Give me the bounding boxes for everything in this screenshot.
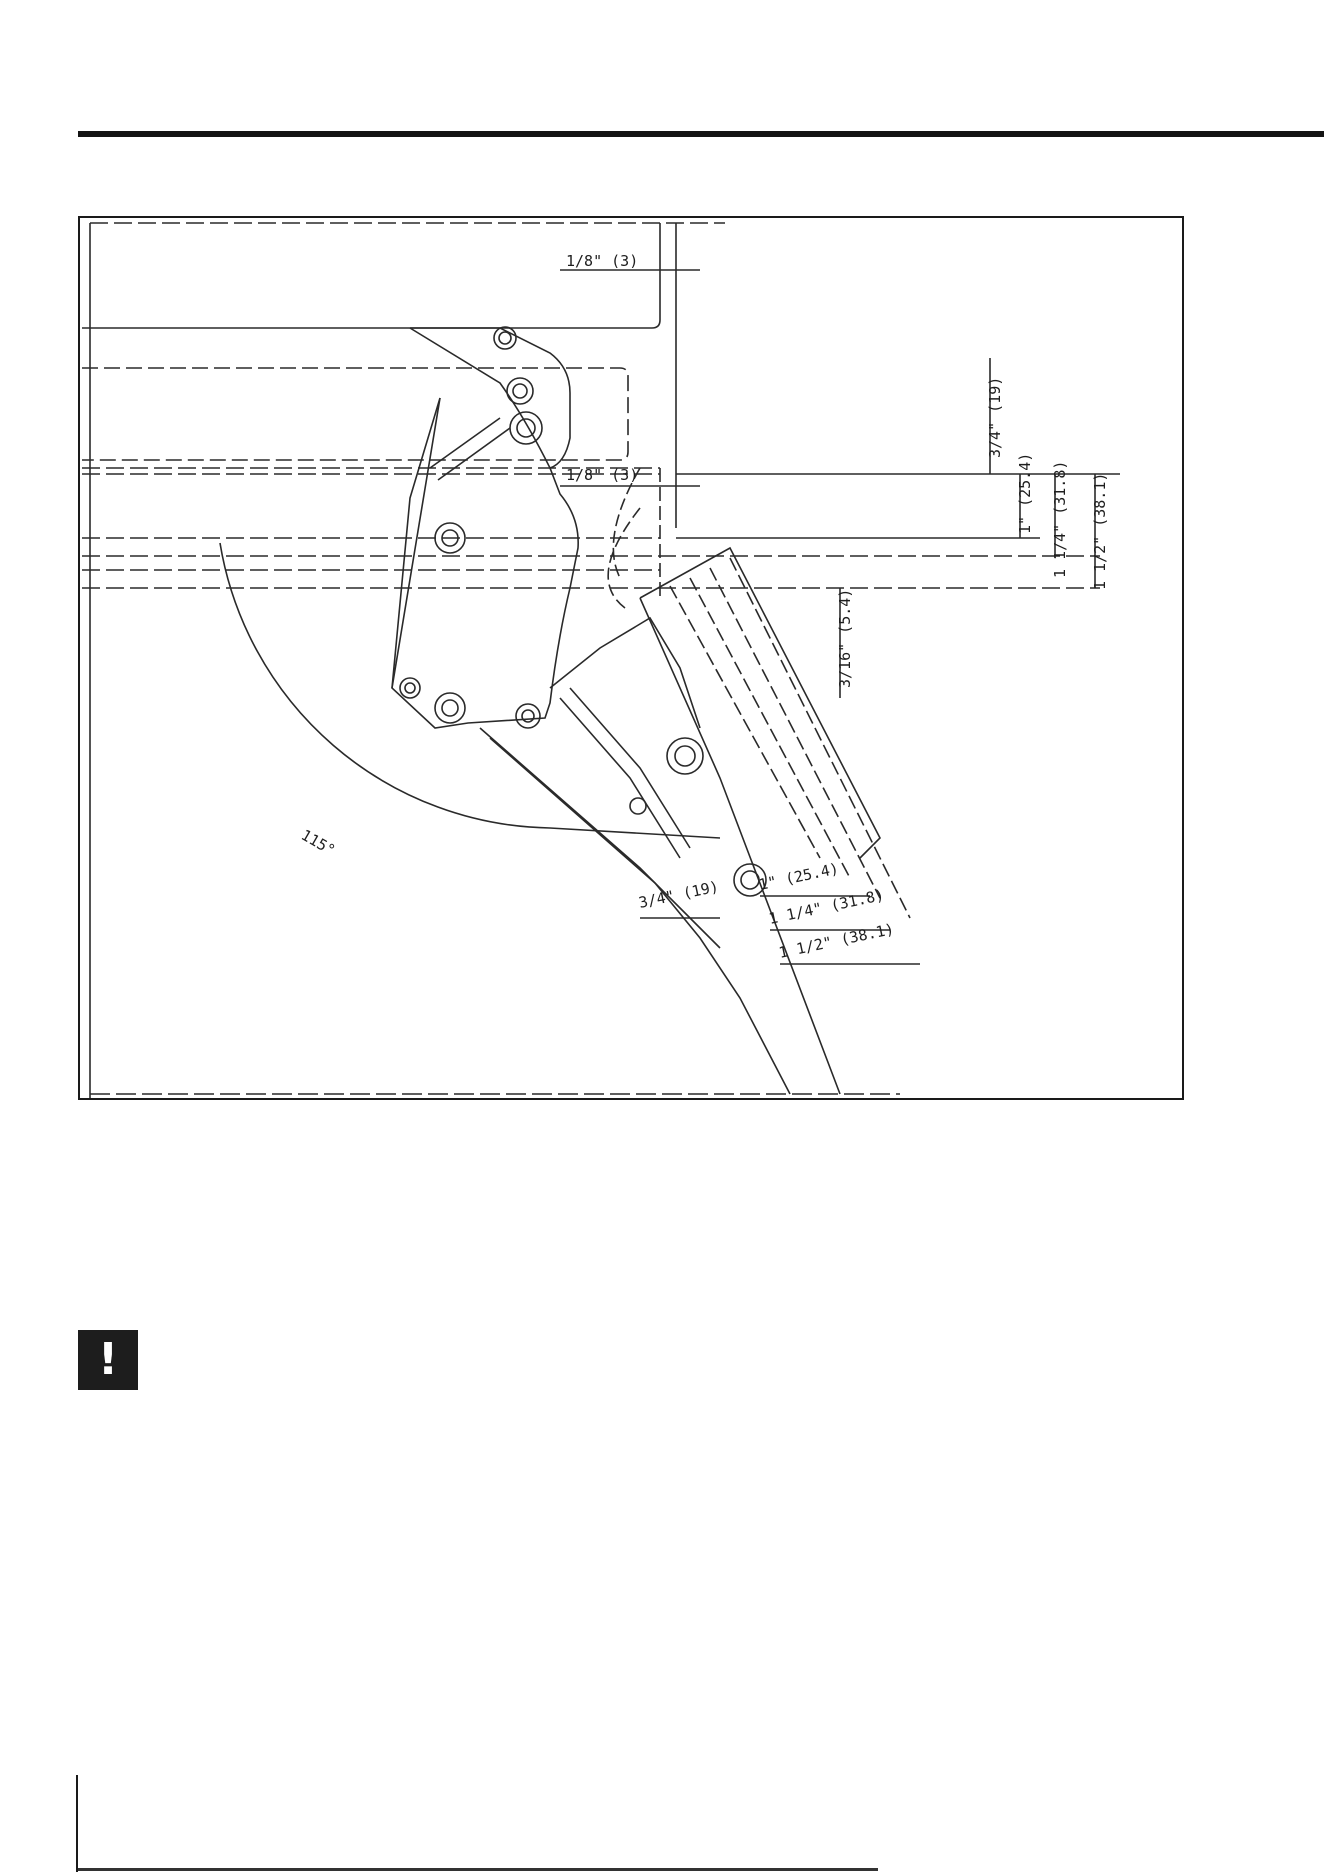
cabinet-top-panel bbox=[82, 223, 660, 328]
hinge-cup-plate bbox=[392, 328, 578, 728]
door-open-hidden-a bbox=[670, 586, 820, 858]
cam-screw-inner bbox=[513, 384, 527, 398]
door-open-hidden-c bbox=[710, 568, 880, 898]
pivot-hole-top bbox=[510, 412, 542, 444]
label-door-38: 1 1/2" (38.1) bbox=[777, 920, 896, 962]
hinge-drawing-svg: 1/8" (3) 1/8" (3) 3/4" (19) 1" (25.4) 1 … bbox=[80, 218, 1184, 1100]
door-clearance-arc bbox=[613, 468, 640, 578]
footer-rule bbox=[78, 1868, 878, 1871]
label-overlay-19: 3/4" (19) bbox=[986, 377, 1004, 458]
door-open-hidden-b bbox=[690, 578, 850, 878]
pivot-hole-top-inner bbox=[517, 419, 535, 437]
screw-hole-2-inner bbox=[405, 683, 415, 693]
label-overlay-38: 1 1/2" (38.1) bbox=[1091, 473, 1109, 590]
hinge-cup-top bbox=[410, 328, 570, 468]
margin-rule bbox=[76, 1775, 78, 1872]
label-overlay-25: 1" (25.4) bbox=[1016, 453, 1034, 534]
screw-hole-2 bbox=[400, 678, 420, 698]
mount-hole-2 bbox=[435, 693, 465, 723]
mount-hole-2-inner bbox=[442, 700, 458, 716]
screw-hole-3 bbox=[516, 704, 540, 728]
warning-icon: ! bbox=[78, 1330, 138, 1390]
hinge-technical-drawing: 1/8" (3) 1/8" (3) 3/4" (19) 1" (25.4) 1 … bbox=[78, 216, 1184, 1100]
label-angle: 115° bbox=[298, 826, 338, 860]
label-mid-gap: 1/8" (3) bbox=[566, 466, 638, 484]
cam-screw bbox=[507, 378, 533, 404]
hinge-pivot-lower-inner bbox=[675, 746, 695, 766]
label-top-gap: 1/8" (3) bbox=[566, 252, 638, 270]
screw-hole-3-inner bbox=[522, 710, 534, 722]
hinge-rivet bbox=[630, 798, 646, 814]
hinge-link-b bbox=[490, 738, 790, 1094]
screw-hole-1-inner bbox=[499, 332, 511, 344]
label-overlay-31: 1 1/4" (31.8) bbox=[1051, 461, 1069, 578]
door-clearance-arc-b bbox=[608, 508, 640, 608]
hidden-panel-outline bbox=[82, 368, 628, 460]
label-offset-5: 3/16" (5.4) bbox=[836, 589, 854, 688]
header-rule bbox=[78, 131, 1324, 137]
label-door-31: 1 1/4" (31.8) bbox=[767, 886, 886, 928]
hinge-pivot-lower bbox=[667, 738, 703, 774]
label-door-25: 1" (25.4) bbox=[757, 859, 840, 894]
